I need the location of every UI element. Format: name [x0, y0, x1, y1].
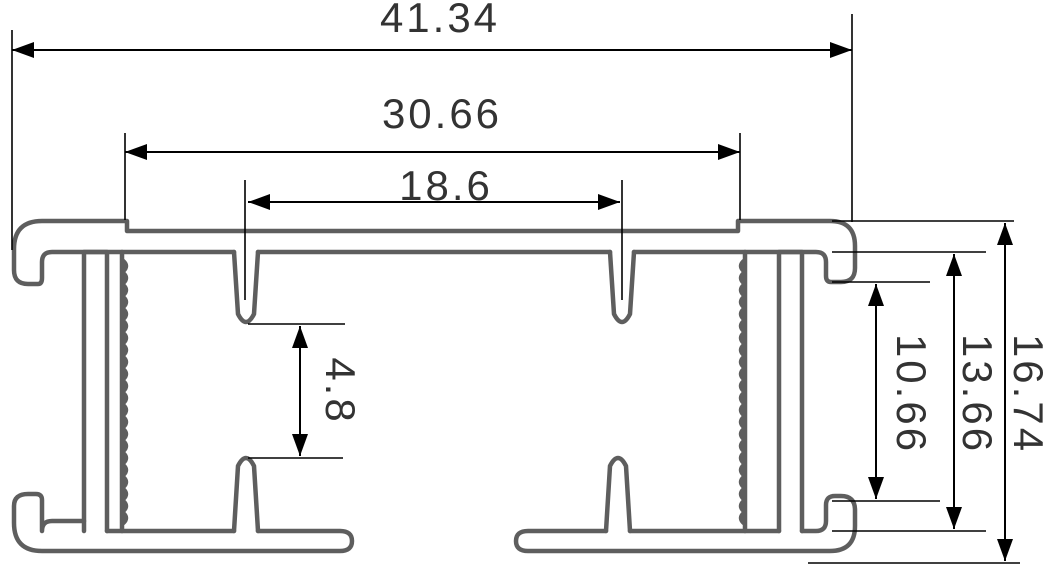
middle-height-label: 13.66: [954, 334, 1001, 454]
bottom-rail-left: [11, 491, 355, 554]
dimension-slot-spacing: 18.6: [248, 162, 620, 210]
left-web: [81, 249, 110, 534]
inner-height-label: 10.66: [888, 334, 935, 454]
overall-height-label: 16.74: [1005, 334, 1046, 454]
overall-width-label: 41.34: [380, 0, 500, 41]
dimension-overall-width: 41.34: [12, 0, 852, 58]
slot-gap-label: 4.8: [317, 357, 364, 424]
dimension-inner-height: 10.66: [868, 284, 935, 499]
bottom-left-fin: [231, 455, 261, 534]
bottom-rail-right: [513, 493, 858, 554]
dimension-slot-gap: 4.8: [292, 326, 364, 456]
slot-spacing-label: 18.6: [399, 162, 493, 209]
bottom-right-fin: [603, 455, 633, 534]
right-web: [776, 249, 805, 534]
dimension-overall-height: 16.74: [997, 223, 1046, 561]
profile-outline: [11, 218, 858, 554]
dimension-middle-height: 13.66: [946, 254, 1001, 529]
right-serrated-wall: [738, 249, 748, 534]
dimension-inner-width: 30.66: [125, 90, 740, 160]
top-left-fin: [231, 249, 261, 325]
top-right-fin: [607, 249, 637, 325]
left-serrated-wall: [119, 249, 129, 534]
inner-width-label: 30.66: [382, 90, 502, 137]
extension-lines: [11, 14, 1020, 564]
